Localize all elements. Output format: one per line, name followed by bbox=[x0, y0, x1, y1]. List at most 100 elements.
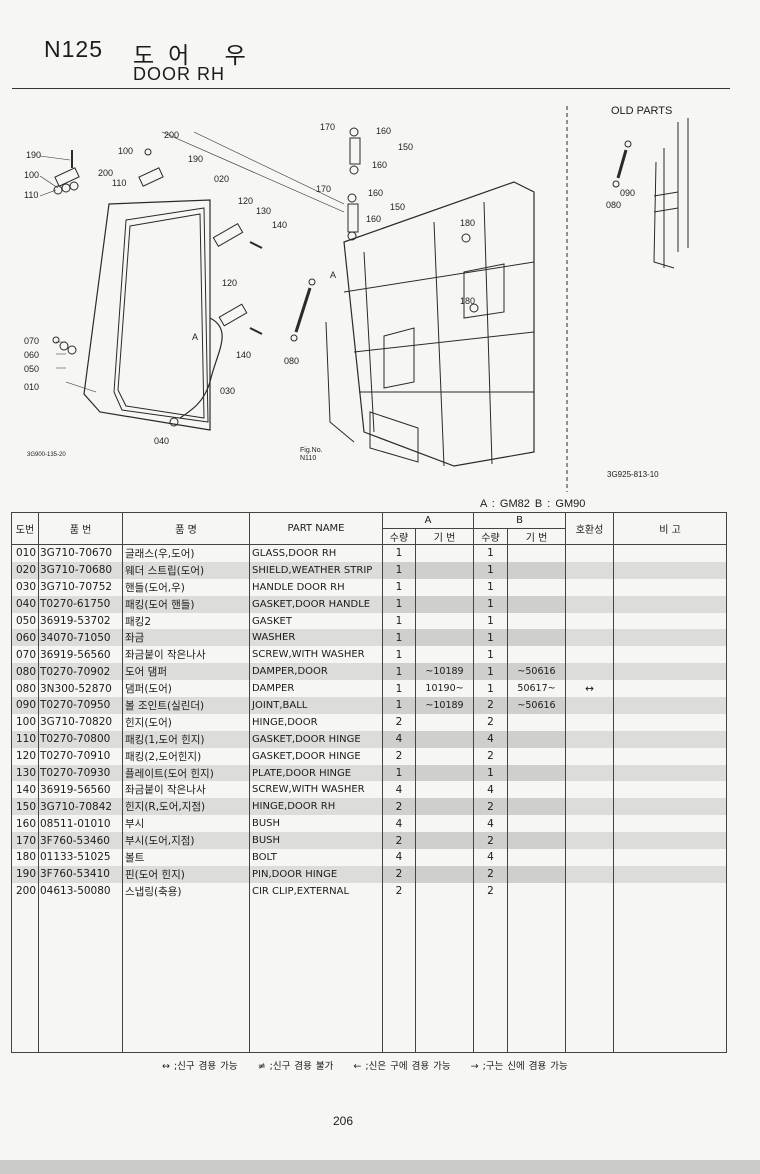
cell-serial-b bbox=[507, 882, 566, 900]
cell-qty-b: 2 bbox=[473, 798, 508, 816]
cell-interchange bbox=[565, 595, 614, 613]
cell-interchange bbox=[565, 629, 614, 647]
callout-110b: 110 bbox=[112, 178, 127, 188]
model-legend: A : GM82 B : GM90 bbox=[480, 498, 586, 510]
cell-part-name-korean: 웨더 스트립(도어) bbox=[122, 561, 250, 579]
cell-part-name-korean: 힌지(R,도어,지점) bbox=[122, 798, 250, 816]
cell-part-name-korean: 부시 bbox=[122, 815, 250, 833]
cell-interchange bbox=[565, 561, 614, 579]
cell-ref-no: 080 bbox=[11, 663, 39, 681]
cell-part-number: 3G710-70820 bbox=[38, 713, 123, 731]
page-code: N125 bbox=[44, 36, 103, 62]
cell-serial-a bbox=[415, 815, 474, 833]
cell-remarks bbox=[613, 697, 727, 714]
cell-serial-b bbox=[507, 865, 566, 883]
cell-serial-b: ~50616 bbox=[507, 697, 566, 714]
cell-serial-b bbox=[507, 849, 566, 866]
cell-part-name-english: WASHER bbox=[249, 629, 383, 647]
cell-part-name-english: HANDLE DOOR RH bbox=[249, 578, 383, 596]
cell-ref-no: 150 bbox=[11, 798, 39, 816]
cell-qty-a: 1 bbox=[382, 561, 416, 579]
cell-ref-no: 140 bbox=[11, 781, 39, 799]
cell-qty-b: 1 bbox=[473, 612, 508, 630]
cell-part-name-english: JOINT,BALL bbox=[249, 697, 383, 714]
callout-160c: 160 bbox=[368, 188, 384, 198]
cell-interchange bbox=[565, 578, 614, 596]
callout-090-old: 090 bbox=[620, 188, 636, 198]
cell-part-name-english: GLASS,DOOR RH bbox=[249, 544, 383, 562]
cell-interchange bbox=[565, 865, 614, 883]
cell-qty-a: 4 bbox=[382, 815, 416, 833]
cell-qty-a: 1 bbox=[382, 578, 416, 596]
cell-part-name-korean: 볼트 bbox=[122, 849, 250, 866]
callout-200b: 200 bbox=[98, 168, 114, 178]
filler-cell bbox=[122, 899, 250, 1053]
cell-serial-b bbox=[507, 764, 566, 782]
cell-part-name-korean: 좌금붙이 작은나사 bbox=[122, 646, 250, 664]
callout-050: 050 bbox=[24, 364, 40, 374]
cell-serial-b bbox=[507, 544, 566, 562]
cell-ref-no: 130 bbox=[11, 764, 39, 782]
cell-part-name-english: HINGE,DOOR bbox=[249, 713, 383, 731]
callout-080-old: 080 bbox=[606, 200, 622, 210]
cell-remarks bbox=[613, 663, 727, 681]
cell-ref-no: 170 bbox=[11, 832, 39, 850]
cell-interchange bbox=[565, 747, 614, 765]
callout-160d: 160 bbox=[366, 214, 382, 224]
header-serial-a: 기 번 bbox=[415, 528, 474, 545]
cell-serial-b bbox=[507, 781, 566, 799]
cell-qty-a: 2 bbox=[382, 713, 416, 731]
cell-part-number: 3F760-53410 bbox=[38, 865, 123, 883]
header-interchange: 호환성 bbox=[565, 512, 614, 545]
cell-interchange bbox=[565, 612, 614, 630]
cell-serial-a bbox=[415, 612, 474, 630]
cell-serial-a: ~10189 bbox=[415, 663, 474, 681]
cell-part-number: T0270-70910 bbox=[38, 747, 123, 765]
callout-140: 140 bbox=[272, 220, 288, 230]
cell-qty-a: 1 bbox=[382, 629, 416, 647]
cell-ref-no: 030 bbox=[11, 578, 39, 596]
cell-part-number: T0270-70902 bbox=[38, 663, 123, 681]
cell-part-number: 36919-56560 bbox=[38, 646, 123, 664]
old-parts-label: OLD PARTS bbox=[611, 105, 673, 117]
cell-serial-a bbox=[415, 561, 474, 579]
cell-qty-a: 1 bbox=[382, 544, 416, 562]
cell-ref-no: 010 bbox=[11, 544, 39, 562]
cell-part-name-korean: 플레이트(도어 힌지) bbox=[122, 764, 250, 782]
exploded-view-drawing bbox=[39, 106, 689, 492]
cell-qty-a: 4 bbox=[382, 730, 416, 748]
callout-180b: 180 bbox=[460, 296, 476, 306]
cell-ref-no: 090 bbox=[11, 697, 39, 714]
callout-120: 120 bbox=[238, 196, 254, 206]
cell-serial-b bbox=[507, 747, 566, 765]
header-part-no: 품 번 bbox=[38, 512, 123, 545]
cell-ref-no: 070 bbox=[11, 646, 39, 664]
callout-180: 180 bbox=[460, 218, 476, 228]
legend-note-new-for-old: ← ;신은 구에 겸용 가능 bbox=[353, 1061, 451, 1072]
cell-qty-a: 2 bbox=[382, 832, 416, 850]
cell-part-name-korean: 힌지(도어) bbox=[122, 713, 250, 731]
header-serial-b: 기 번 bbox=[507, 528, 566, 545]
cell-qty-b: 1 bbox=[473, 595, 508, 613]
cell-qty-a: 2 bbox=[382, 882, 416, 900]
cell-serial-a bbox=[415, 865, 474, 883]
cell-ref-no: 020 bbox=[11, 561, 39, 579]
callout-110: 110 bbox=[24, 190, 39, 200]
cell-remarks bbox=[613, 629, 727, 647]
cell-serial-a bbox=[415, 764, 474, 782]
cell-part-name-english: HINGE,DOOR RH bbox=[249, 798, 383, 816]
header-qty-a: 수량 bbox=[382, 528, 416, 545]
cell-serial-b bbox=[507, 713, 566, 731]
cell-qty-a: 4 bbox=[382, 781, 416, 799]
cell-part-number: T0270-70930 bbox=[38, 764, 123, 782]
cell-qty-b: 1 bbox=[473, 629, 508, 647]
cell-part-name-english: SCREW,WITH WASHER bbox=[249, 646, 383, 664]
cell-serial-b bbox=[507, 561, 566, 579]
cell-part-name-english: GASKET,DOOR HANDLE bbox=[249, 595, 383, 613]
cell-serial-a bbox=[415, 595, 474, 613]
cell-serial-a: ~10189 bbox=[415, 697, 474, 714]
